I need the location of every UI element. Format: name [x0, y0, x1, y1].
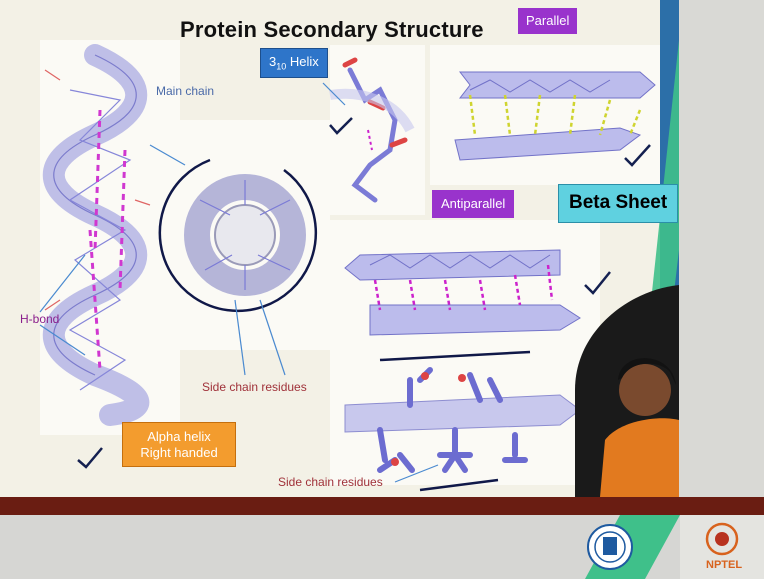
helix-310-model: [330, 60, 410, 200]
parallel-sheet: [455, 72, 655, 160]
antiparallel-tag: Antiparallel: [432, 190, 514, 218]
iit-logo-icon: [588, 525, 632, 569]
alpha-helix-line1: Alpha helix: [129, 429, 229, 445]
side-chain-label-top: Side chain residues: [202, 380, 307, 394]
nptel-text: NPTEL: [706, 559, 742, 571]
helix-310-suffix: Helix: [286, 54, 319, 69]
lecture-slide: Protein Secondary Structure Parallel 310…: [0, 0, 679, 497]
slide-bottom-bar: [0, 497, 764, 515]
presenter-video: [575, 285, 679, 497]
parallel-tag: Parallel: [518, 8, 577, 34]
footer-graphics: [0, 515, 764, 579]
alpha-helix-line2: Right handed: [129, 445, 229, 461]
footer-strip: NPTEL: [0, 515, 764, 579]
helix-top-view: [160, 160, 316, 311]
structure-illustrations: [0, 0, 679, 497]
antiparallel-sheet: [345, 250, 580, 335]
alpha-helix-tag: Alpha helix Right handed: [122, 422, 236, 467]
alpha-helix-ribbon: [45, 55, 150, 415]
side-chain-sheet: [345, 352, 580, 490]
side-chain-label-bottom: Side chain residues: [278, 475, 383, 489]
beta-sheet-tag: Beta Sheet: [558, 184, 678, 223]
main-chain-label: Main chain: [156, 84, 214, 98]
h-bond-label: H-bond: [20, 312, 59, 326]
slide-title: Protein Secondary Structure: [180, 17, 484, 43]
helix-310-sub: 10: [276, 62, 286, 72]
helix-310-tag: 310 Helix: [260, 48, 328, 78]
